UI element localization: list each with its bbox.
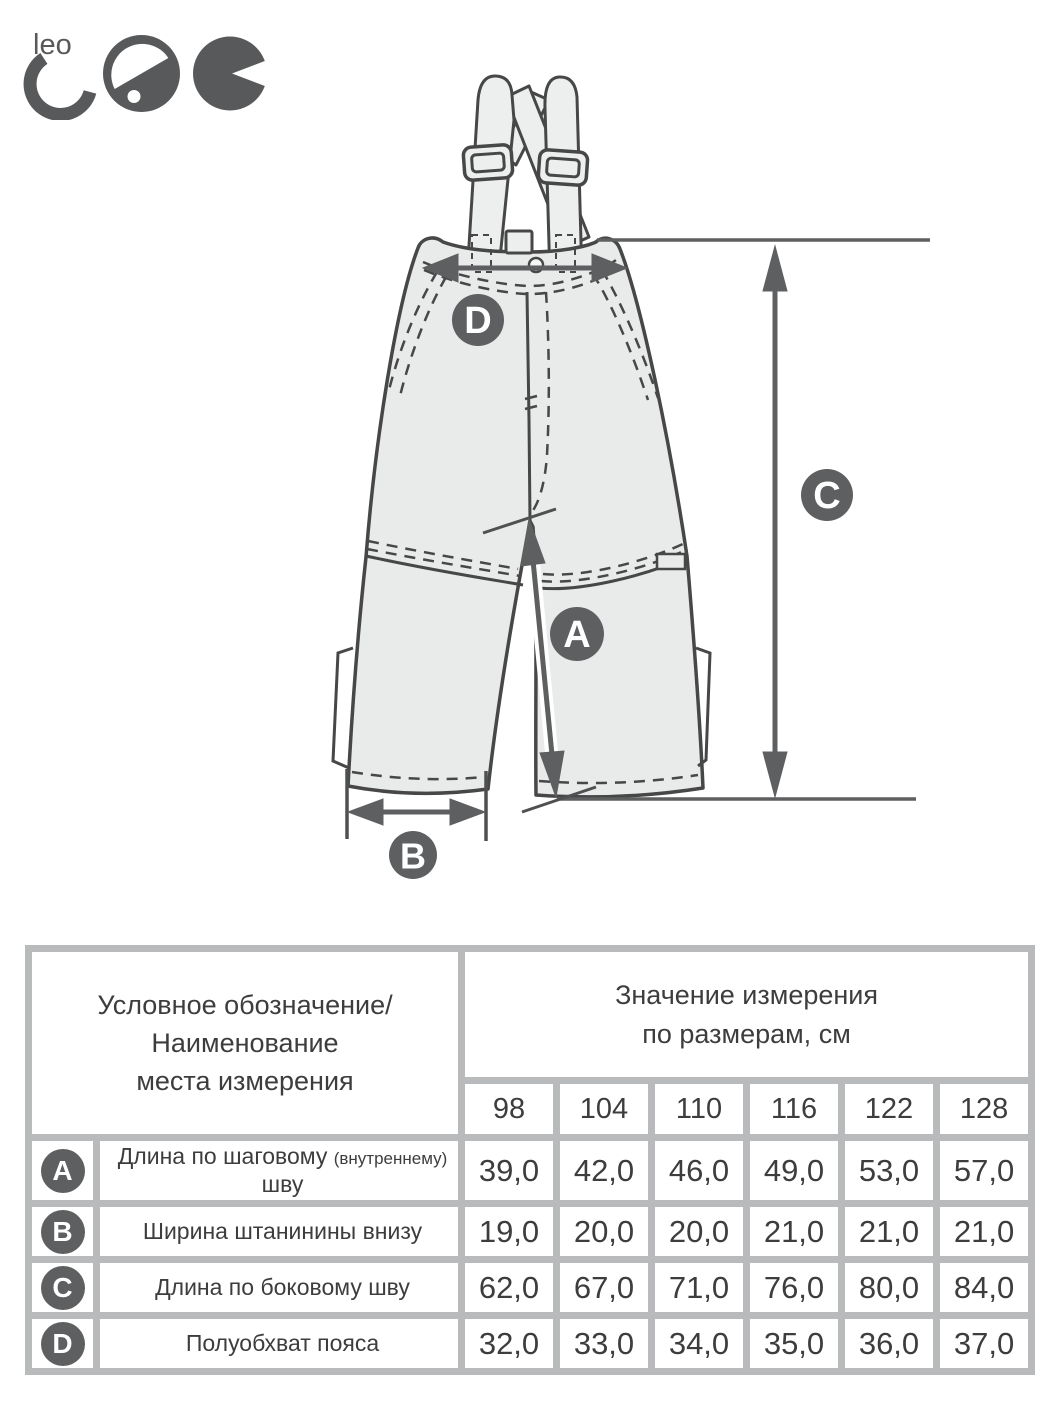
cell-value: 32,0 [458,1312,560,1376]
cell-value: 20,0 [553,1200,655,1264]
size-header: 104 [553,1077,655,1141]
arrowhead [762,751,788,799]
sizes-row: 98 104 110 116 122 128 [29,1077,1036,1141]
row-letter-badge-a: A [40,1148,85,1193]
cell-value: 35,0 [743,1312,845,1376]
measurement-a: A [482,507,604,814]
suspenders [461,74,591,280]
size-header: 110 [648,1077,750,1141]
knee-stitch [366,547,521,578]
badge-d [452,294,504,346]
row-letter-badge-d: D [40,1322,85,1365]
pants-body [346,236,705,799]
badge-c-label: C [813,475,840,517]
hem-stitch-right [538,773,699,785]
arrowhead [346,798,384,826]
knee-label-tab [655,552,687,571]
logo-pacman-glyph [193,36,270,111]
header-designation: Условное обозначение/ Наименование места… [25,945,465,1141]
badge-d-label: D [464,300,491,342]
badge-a-label: A [563,614,590,656]
cell-value: 57,0 [932,1133,1036,1208]
row-label-b: Ширина штанинины внизу [93,1200,465,1264]
strap-tab-stitching [471,234,576,273]
cell-value: 84,0 [932,1256,1036,1320]
size-header: 122 [838,1077,940,1141]
cell-value: 76,0 [743,1256,845,1320]
badge-b-label: B [400,836,426,877]
cell-value: 19,0 [458,1200,560,1264]
cell-value: 33,0 [553,1312,655,1376]
knee-seam-left [365,554,524,587]
cell-value: 36,0 [838,1312,940,1376]
table-row-b: B Ширина штанинины внизу 19,0 20,0 20,0 … [25,1200,1036,1264]
measurement-c: C [557,238,930,801]
cell-value: 21,0 [932,1200,1036,1264]
badge-a [550,607,604,661]
suspender-buckle-left [461,143,515,182]
cell-value: 21,0 [743,1200,845,1264]
row-letter-badge-c: C [40,1266,85,1309]
side-flap-right [695,646,712,768]
fly-seam [525,291,532,522]
pocket-stitch-right [600,269,660,399]
arrowhead [591,253,629,283]
cell-value: 80,0 [838,1256,940,1320]
pocket-stitch-left [386,271,439,395]
cell-value: 34,0 [648,1312,750,1376]
table-row-d: D Полуобхват пояса 32,0 33,0 34,0 35,0 3… [25,1312,1036,1376]
cell-value: 49,0 [743,1133,845,1208]
arrowhead [762,244,788,292]
logo-moon-glyph [103,35,180,112]
arrowhead [449,798,487,826]
cell-value: 67,0 [553,1256,655,1320]
row-letter-badge-b: B [40,1210,85,1253]
table-row-a: A Длина по шаговому (внутреннему) шву 39… [25,1133,1036,1208]
measurement-b: B [345,769,488,879]
hem-stitch-left [351,770,485,781]
badge-b [389,831,437,879]
cell-value: 53,0 [838,1133,940,1208]
ref-line-bottom [521,785,597,814]
side-flap-left [331,646,354,770]
cell-value: 62,0 [458,1256,560,1320]
cell-value: 71,0 [648,1256,750,1320]
row-label-c: Длина по боковому шву [93,1256,465,1320]
table-header-row: Условное обозначение/ Наименование места… [25,945,1036,1141]
table-row-c: C Длина по боковому шву 62,0 67,0 71,0 7… [25,1256,1036,1320]
measurement-d: D [421,253,629,346]
arrowhead [520,517,546,567]
cell-value: 46,0 [648,1133,750,1208]
cell-value: 21,0 [838,1200,940,1264]
row-label-d: Полуобхват пояса [93,1312,465,1376]
cell-value: 37,0 [932,1312,1036,1376]
ref-line-top [482,507,557,535]
center-belt-loop [504,229,534,255]
logo-arc-glyph [23,52,97,120]
cell-value: 39,0 [458,1133,560,1208]
size-header: 116 [743,1077,845,1141]
size-header: 98 [458,1077,560,1141]
fly-stitch [530,291,551,514]
cell-value: 20,0 [648,1200,750,1264]
size-table: Условное обозначение/ Наименование места… [25,945,1036,1376]
fly-ticks [524,394,538,411]
cell-value: 42,0 [553,1133,655,1208]
arrowhead [421,253,459,283]
badge-c [801,469,853,521]
header-values: Значение измерения по размерам, см [457,945,1036,1084]
size-header: 128 [932,1077,1036,1141]
pants-measurement-diagram: D C A B [331,74,930,879]
row-label-a: Длина по шаговому (внутреннему) шву [93,1133,465,1208]
suspender-buckle-right [536,148,590,187]
brand-logo: leo [23,29,270,120]
arrowhead [539,750,565,799]
